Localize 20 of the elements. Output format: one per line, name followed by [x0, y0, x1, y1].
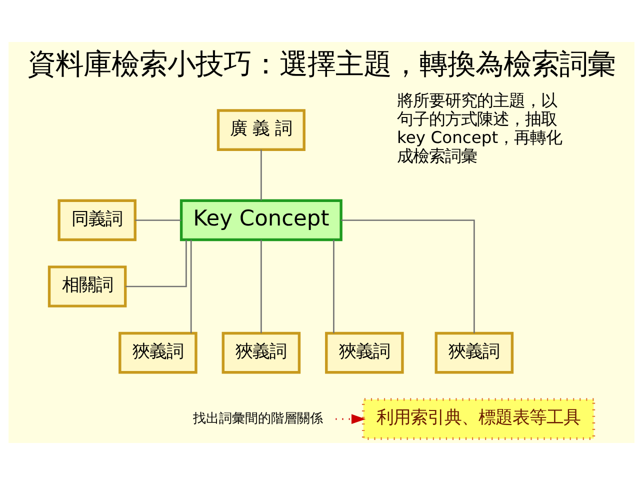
node-box: 狹義詞 — [118, 331, 198, 374]
label: 將所要研究的主題，以句子的方式陳述，抽取key Concept，再轉化成檢索詞彙 — [397, 90, 562, 166]
node-box: 狹義詞 — [222, 331, 301, 374]
connector — [135, 219, 182, 220]
connector — [190, 239, 192, 333]
node-box: 狹義詞 — [325, 331, 404, 374]
connector — [260, 149, 262, 200]
connector — [341, 219, 475, 333]
diagram-title: 資料庫檢索小技巧：選擇主題，轉換為檢索詞彙 — [28, 46, 616, 80]
node-box: Key Concept — [180, 198, 342, 241]
arrow — [336, 414, 366, 424]
connector — [333, 239, 334, 333]
connector — [260, 239, 262, 333]
node-box: 同義詞 — [58, 198, 136, 241]
connector — [126, 240, 187, 287]
node-box: 廣 義 詞 — [216, 108, 306, 150]
node-box: 相關詞 — [48, 265, 127, 307]
node-box: 狹義詞 — [434, 331, 514, 374]
node-box: 利用索引典、標題表等工具 — [362, 398, 596, 440]
node-text: 找出詞彙間的階層關係 — [192, 410, 323, 426]
